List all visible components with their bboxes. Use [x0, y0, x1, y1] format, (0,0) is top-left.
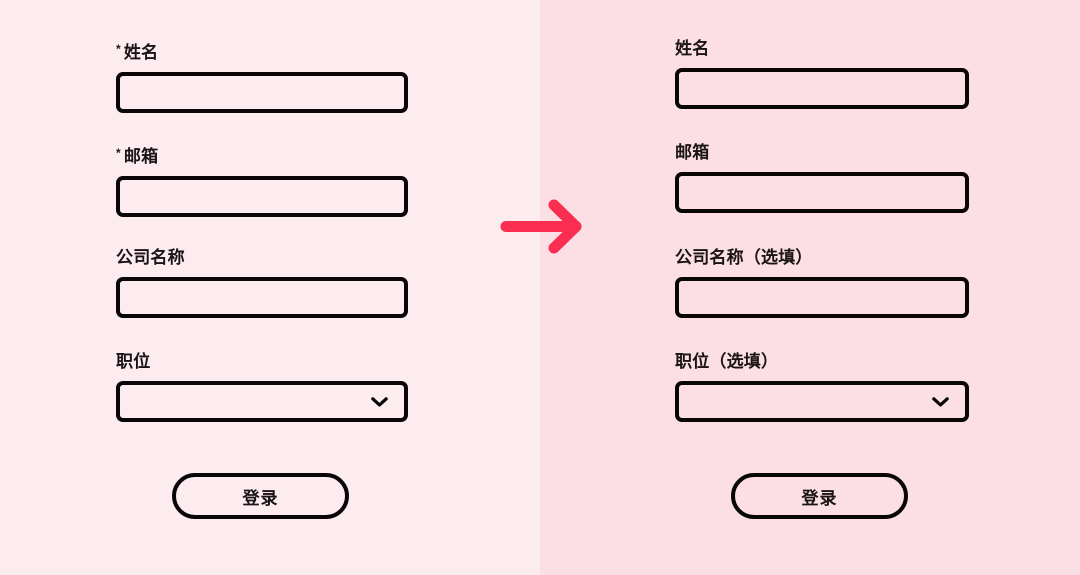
field-email-after-label: 邮箱 — [675, 142, 969, 164]
position-select[interactable] — [116, 381, 408, 422]
field-company-label-text: 公司名称 — [116, 248, 185, 267]
field-email-after: 邮箱 — [675, 142, 969, 213]
field-name-after-label-text: 姓名 — [675, 39, 710, 58]
field-position: 职位 — [116, 351, 408, 422]
field-name: *姓名 — [116, 38, 408, 113]
field-position-label: 职位 — [116, 351, 408, 373]
arrow-right-icon — [498, 198, 588, 256]
field-email-label: *邮箱 — [116, 142, 408, 168]
field-name-after-label: 姓名 — [675, 38, 969, 60]
field-name-after: 姓名 — [675, 38, 969, 109]
field-position-after: 职位（选填） — [675, 351, 969, 422]
field-email-label-text: 邮箱 — [123, 147, 159, 166]
login-button[interactable]: 登录 — [172, 473, 349, 519]
company-input[interactable] — [116, 277, 408, 318]
name-input[interactable] — [116, 72, 408, 113]
name-input-after[interactable] — [675, 68, 969, 109]
field-company-after-label-text: 公司名称（选填） — [675, 248, 813, 267]
field-company-label: 公司名称 — [116, 247, 408, 269]
field-position-after-label: 职位（选填） — [675, 351, 969, 373]
chevron-down-icon — [932, 396, 949, 407]
field-position-after-label-text: 职位（选填） — [675, 352, 779, 371]
login-button-after[interactable]: 登录 — [731, 473, 908, 519]
field-email: *邮箱 — [116, 142, 408, 217]
email-input-after[interactable] — [675, 172, 969, 213]
required-asterisk-icon: * — [116, 42, 121, 56]
field-company-after: 公司名称（选填） — [675, 247, 969, 318]
chevron-down-icon — [371, 396, 388, 407]
company-input-after[interactable] — [675, 277, 969, 318]
field-name-label-text: 姓名 — [123, 43, 159, 62]
field-position-label-text: 职位 — [116, 352, 151, 371]
field-email-after-label-text: 邮箱 — [675, 143, 710, 162]
position-select-after[interactable] — [675, 381, 969, 422]
required-asterisk-icon: * — [116, 146, 121, 160]
field-company-after-label: 公司名称（选填） — [675, 247, 969, 269]
email-input[interactable] — [116, 176, 408, 217]
field-name-label: *姓名 — [116, 38, 408, 64]
field-company: 公司名称 — [116, 247, 408, 318]
